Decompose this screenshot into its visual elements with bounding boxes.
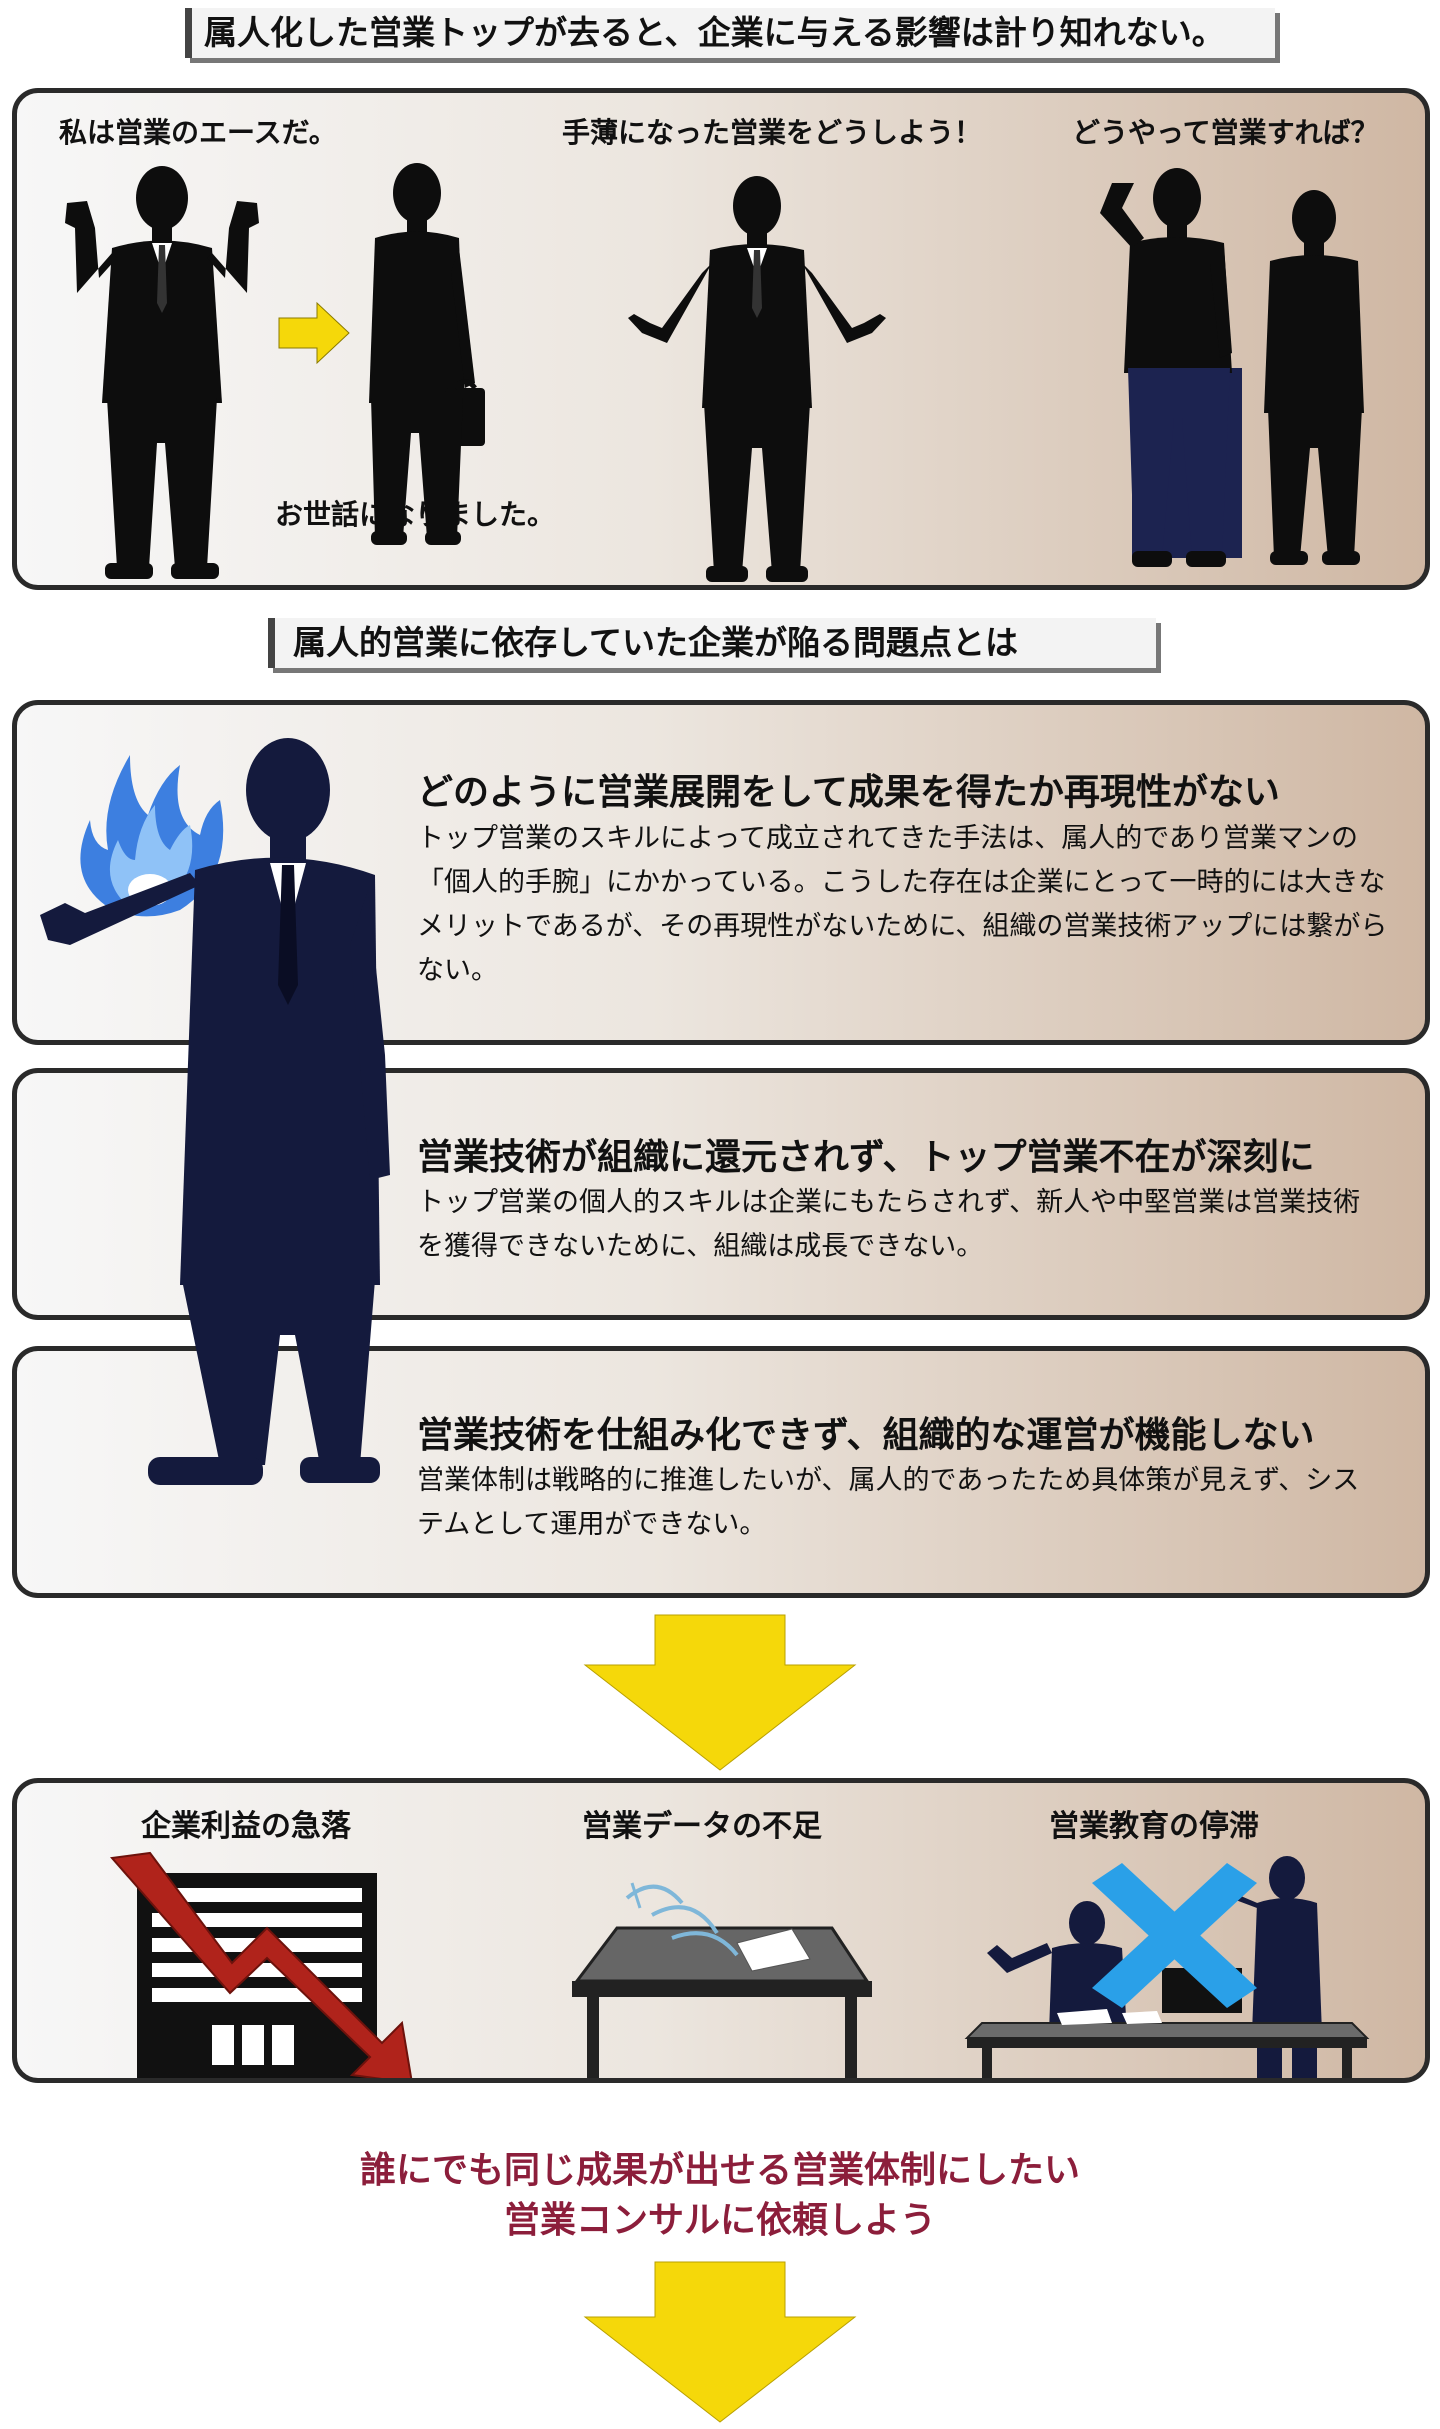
data-shortage-illustration <box>572 1882 872 2078</box>
speech-how: どうやって営業すれば？ <box>1072 116 1379 149</box>
section-heading-impact-text: 属人化した営業トップが去ると、企業に与える影響は計り知れない。 <box>204 13 1225 52</box>
down-arrow-icon <box>583 1614 857 1771</box>
conclusion-line-2: 営業コンサルに依頼しよう <box>503 2200 936 2241</box>
leaving-salesman-figure <box>369 163 485 545</box>
blue-cross-icon <box>1092 1863 1257 2008</box>
problem-title-1: どのように営業展開をして成果を得たか再現性がない <box>417 772 1280 813</box>
speech-thanks: お世話になりました。 <box>275 498 556 531</box>
section-heading-impact: 属人化した営業トップが去ると、企業に与える影響は計り知れない。 <box>185 8 1275 58</box>
consequence-label-education: 営業教育の停滞 <box>1049 1809 1259 1844</box>
worried-manager-figure <box>628 176 886 582</box>
confused-staff-figures <box>1100 168 1364 567</box>
down-arrow-icon-2 <box>583 2261 857 2423</box>
leave-arrow-icon <box>278 301 350 365</box>
problem-body-2: トップ営業の個人的スキルは企業にもたらされず、新人や中堅営業は営業技術を獲得でき… <box>417 1187 1361 1262</box>
impact-panel: 私は営業のエースだ。 お世話になりました。 手薄になった営業をどうしよう！ どう… <box>12 88 1430 590</box>
profit-drop-illustration <box>110 1851 413 2078</box>
section-heading-problems: 属人的営業に依存していた企業が陥る問題点とは <box>268 618 1156 668</box>
problem-body-3: 営業体制は戦略的に推進したいが、属人的であったため具体策が見えず、システムとして… <box>417 1465 1360 1540</box>
consequence-label-profit: 企業利益の急落 <box>141 1809 351 1844</box>
problem-title-3: 営業技術を仕組み化できず、組織的な運営が機能しない <box>417 1415 1315 1456</box>
problem-body-1: トップ営業のスキルによって成立されてきた手法は、属人的であり営業マンの「個人的手… <box>417 823 1388 986</box>
ace-salesman-figure <box>65 166 259 579</box>
consequences-panel: 企業利益の急落 営業データの不足 営業教育の停滞 <box>12 1778 1430 2083</box>
consequence-label-data: 営業データの不足 <box>582 1809 822 1844</box>
conclusion-line-1: 誰にでも同じ成果が出せる営業体制にしたい <box>359 2150 1080 2191</box>
flame-salesman-figure <box>40 738 390 1485</box>
speech-ace: 私は営業のエースだ。 <box>59 116 337 149</box>
section-heading-problems-text: 属人的営業に依存していた企業が陥る問題点とは <box>293 623 1019 662</box>
problem-title-2: 営業技術が組織に還元されず、トップ営業不在が深刻に <box>417 1137 1315 1178</box>
speech-shortage: 手薄になった営業をどうしよう！ <box>562 116 983 149</box>
education-stagnation-illustration <box>964 1856 1370 2078</box>
